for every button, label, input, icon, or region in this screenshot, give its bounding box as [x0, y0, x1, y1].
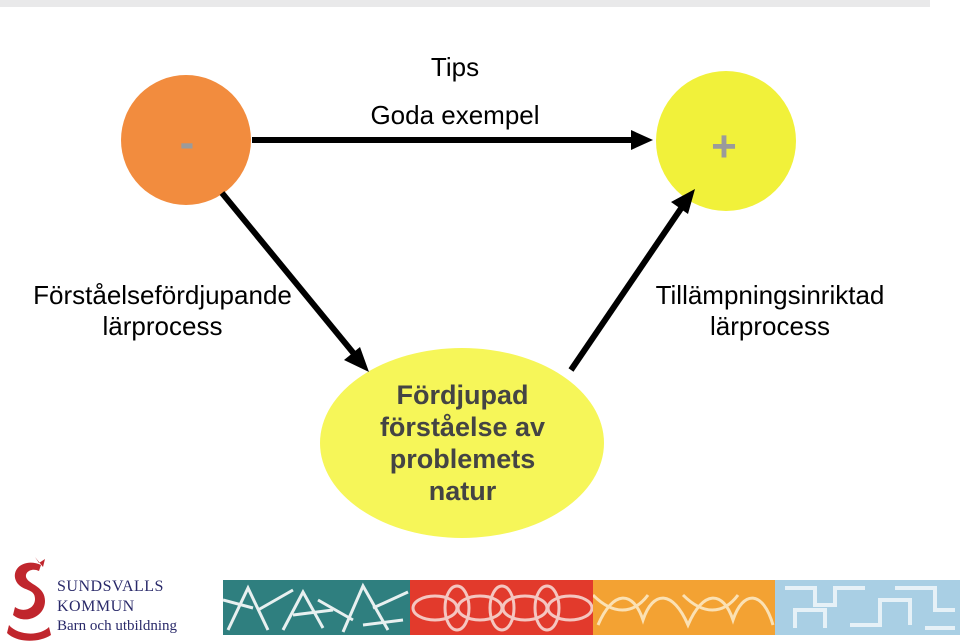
right-process-label: Tillämpningsinriktad lärprocess: [620, 280, 920, 342]
plus-symbol: +: [711, 122, 737, 171]
diagram-subtitle: Goda exempel: [370, 100, 540, 130]
center-label-line: natur: [428, 476, 497, 506]
pattern-strip-blue: [775, 580, 960, 635]
right-label-line: lärprocess: [710, 311, 830, 341]
logo-line-1: SUNDSVALLS: [57, 578, 164, 595]
left-label-line: Förståelsefördjupande: [33, 280, 292, 310]
sundsvall-logo-icon: [7, 557, 51, 641]
arrow-left: [219, 191, 369, 372]
right-label-line: Tillämpningsinriktad: [655, 280, 885, 310]
left-label-line: lärprocess: [102, 311, 223, 341]
minus-symbol: -: [179, 118, 195, 167]
center-label-line: Fördjupad: [396, 380, 529, 410]
diagram-title: Tips: [430, 52, 480, 82]
logo-line-2: KOMMUN: [57, 598, 135, 615]
pattern-strip-orange: [593, 580, 775, 635]
pattern-strip-teal: [223, 580, 410, 635]
center-label-line: problemets: [389, 444, 536, 474]
minus-node: [121, 75, 251, 205]
pattern-strip-red: [410, 580, 593, 635]
center-node-label: Fördjupad förståelse av problemets natur: [330, 379, 595, 507]
center-label-line: förståelse av: [379, 412, 546, 442]
arrow-right: [568, 189, 695, 372]
plus-node: [656, 71, 796, 211]
logo-line-3: Barn och utbildning: [57, 618, 177, 634]
center-node: [320, 348, 604, 538]
left-process-label: Förståelsefördjupande lärprocess: [0, 280, 325, 342]
top-bar: [0, 0, 930, 7]
arrow-top: [252, 130, 653, 150]
